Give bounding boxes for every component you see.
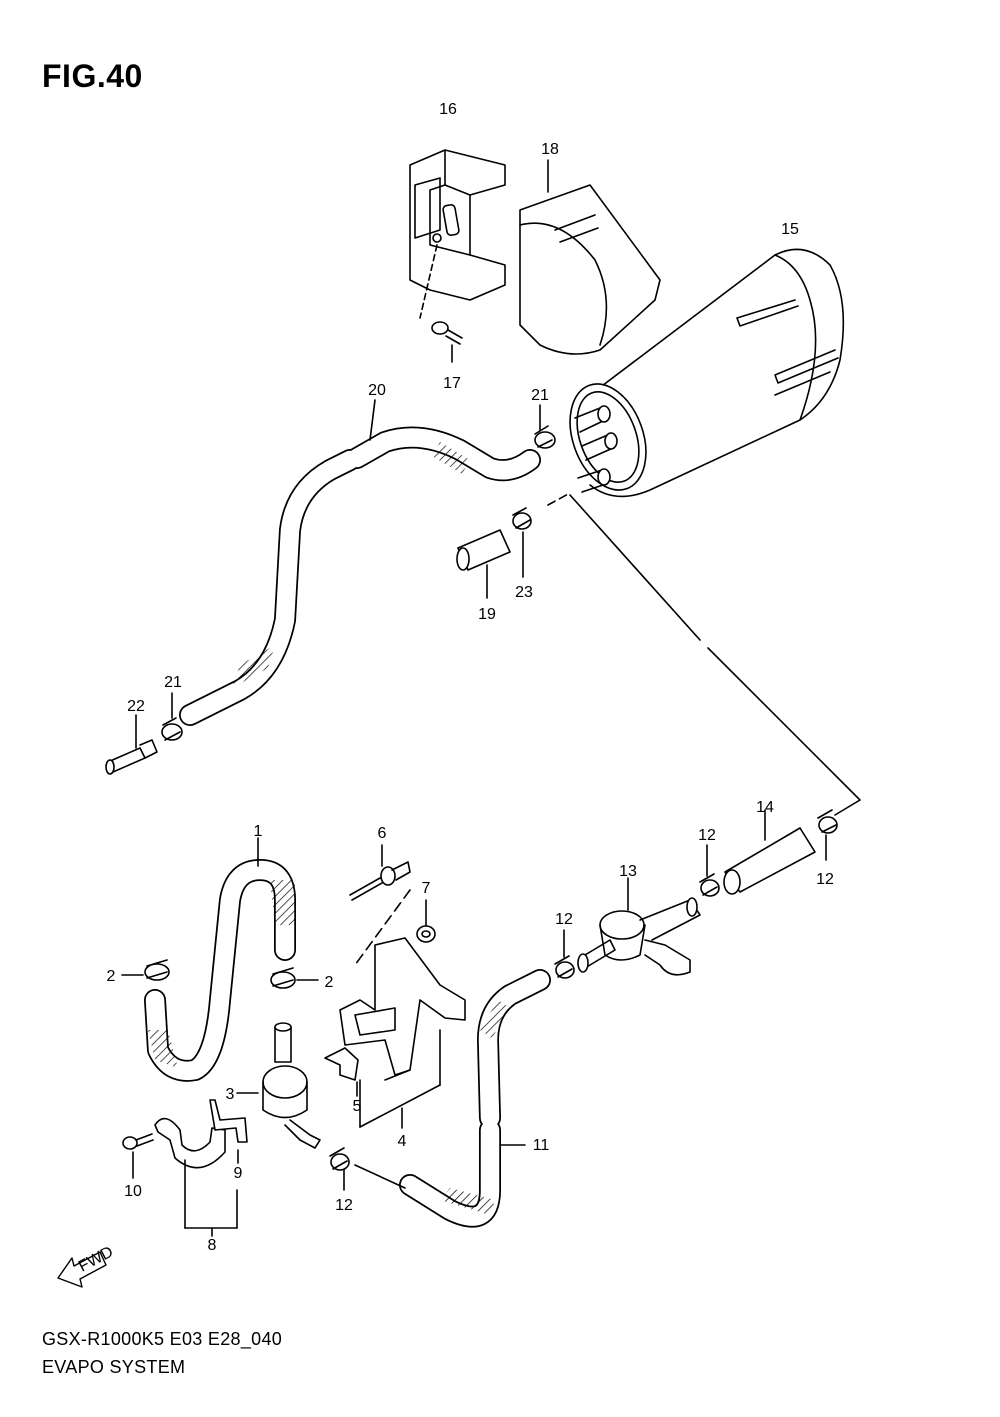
clamp-21-upper [534, 404, 556, 449]
callout-16: 16 [439, 101, 457, 118]
callout-21-upper: 21 [531, 387, 549, 404]
canister-bracket [409, 149, 506, 301]
callout-13: 13 [619, 863, 637, 880]
callout-12-a: 12 [698, 827, 716, 844]
callout-2-right: 2 [325, 974, 334, 991]
callout-19: 19 [478, 606, 496, 623]
clamp-23 [512, 492, 571, 578]
washer [416, 899, 436, 943]
callout-20: 20 [368, 382, 386, 399]
callout-12-b: 12 [816, 871, 834, 888]
clamp-21-lower [161, 692, 183, 741]
clamp-12-d [329, 1147, 350, 1191]
bracket-5 [324, 1047, 359, 1097]
clamp-2-right [270, 967, 319, 989]
callout-11: 11 [533, 1137, 550, 1154]
clamp-12-c [554, 929, 575, 979]
rollover-valve [577, 877, 701, 976]
callout-21-lower: 21 [164, 674, 182, 691]
separator-bracket [339, 937, 466, 1129]
breather-hose [144, 837, 296, 1082]
callout-10: 10 [124, 1183, 142, 1200]
callout-9: 9 [234, 1165, 243, 1182]
clamp-12-b [699, 844, 720, 897]
callout-23: 23 [515, 584, 533, 601]
purge-hose [179, 399, 541, 726]
fwd-arrow-icon: FWD [57, 1243, 116, 1288]
callout-8: 8 [208, 1237, 217, 1254]
callout-18: 18 [541, 141, 559, 158]
cap-plug [456, 529, 511, 599]
callout-12-c: 12 [555, 911, 573, 928]
clamp-12-a [817, 809, 838, 861]
callout-7: 7 [422, 880, 431, 897]
callout-14: 14 [756, 799, 774, 816]
callout-4: 4 [398, 1133, 407, 1150]
callout-17: 17 [443, 375, 461, 392]
system-name: EVAPO SYSTEM [42, 1357, 186, 1377]
callout-1: 1 [254, 823, 263, 840]
callout-5: 5 [353, 1098, 362, 1115]
callout-6: 6 [378, 825, 387, 842]
model-code: GSX-R1000K5 E03 E28_040 [42, 1329, 283, 1349]
drain-hose [354, 969, 551, 1228]
callout-22: 22 [127, 698, 145, 715]
canister-cover [519, 159, 661, 355]
leader-canister-to-hose [569, 494, 861, 816]
evap-canister [569, 248, 845, 498]
vent-hose [723, 809, 816, 895]
callout-2-left: 2 [107, 968, 116, 985]
assembly-8-bracket [184, 1159, 238, 1237]
callout-labels: 1 2 2 3 4 5 6 7 8 9 10 11 12 12 12 12 13… [107, 101, 834, 1254]
callout-15: 15 [781, 221, 799, 238]
oil-separator [236, 1022, 321, 1149]
figure-title: FIG.40 [42, 58, 143, 94]
hose-fitting [105, 714, 158, 775]
clamp-bracket-9 [154, 1099, 248, 1169]
callout-12-d: 12 [335, 1197, 353, 1214]
clamp-2-left [121, 959, 170, 981]
callout-3: 3 [226, 1086, 235, 1103]
screw [419, 244, 463, 363]
rivet [349, 844, 411, 966]
screw-10 [122, 1133, 154, 1179]
